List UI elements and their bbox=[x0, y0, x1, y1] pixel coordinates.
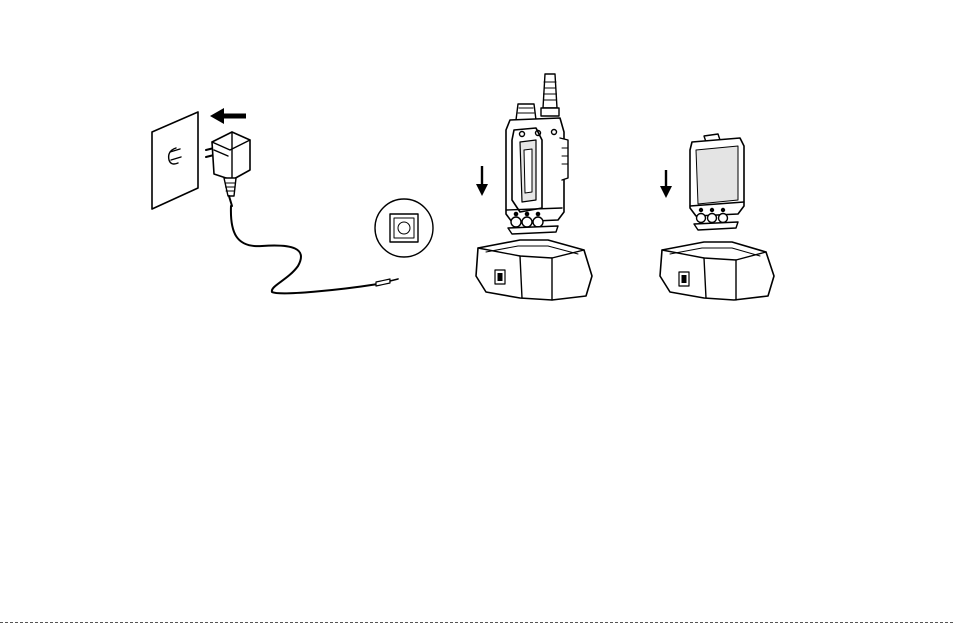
wall-socket-icon bbox=[152, 112, 198, 209]
page-bottom-rule bbox=[0, 622, 953, 623]
dc-jack-icon bbox=[375, 199, 433, 257]
battery-icon bbox=[690, 134, 744, 230]
radio-icon bbox=[506, 74, 568, 234]
charger-base-icon bbox=[660, 242, 774, 300]
down-arrow-icon bbox=[660, 170, 672, 198]
radio-charging-panel bbox=[476, 74, 592, 300]
down-arrow-icon bbox=[476, 166, 488, 196]
ac-adapter-icon bbox=[206, 132, 250, 206]
battery-charging-panel bbox=[660, 134, 774, 300]
plug-tip-icon bbox=[376, 279, 398, 286]
insert-arrow-icon bbox=[210, 108, 246, 124]
charger-base-icon bbox=[476, 240, 592, 300]
adapter-panel bbox=[152, 108, 433, 293]
cable-icon bbox=[231, 206, 378, 293]
